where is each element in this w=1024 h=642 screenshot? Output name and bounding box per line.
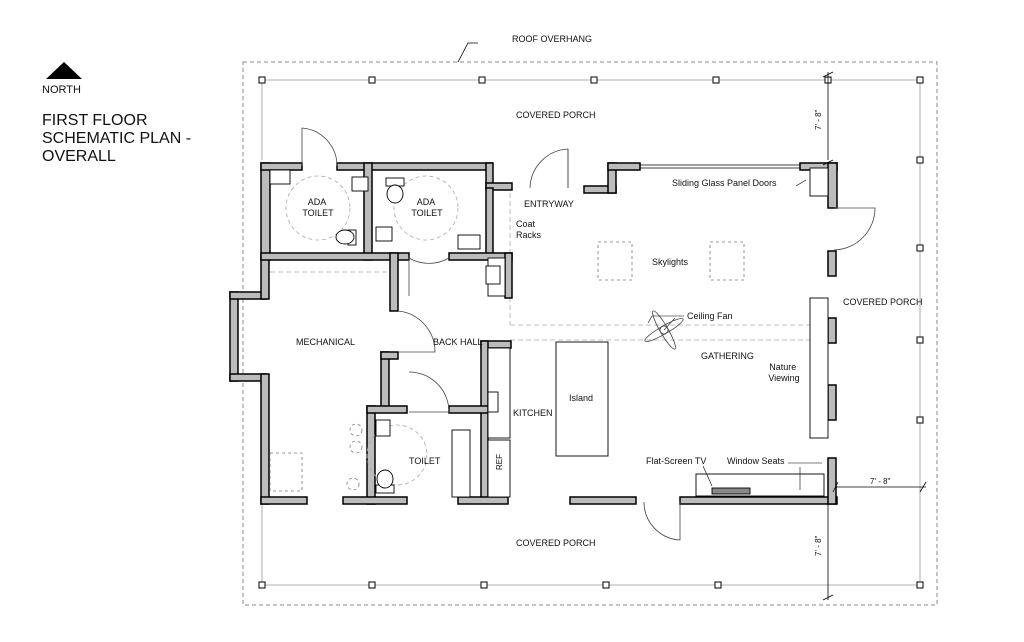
entryway-label: ENTRYWAY bbox=[524, 199, 574, 209]
porch-post bbox=[258, 581, 266, 589]
ada-toilet-2-label: ADA TOILET bbox=[411, 197, 443, 218]
north-arrow-icon bbox=[46, 62, 82, 79]
ref-label: REF bbox=[495, 454, 504, 470]
drawing-title: FIRST FLOOR SCHEMATIC PLAN - OVERALL bbox=[42, 112, 191, 166]
sliding-glass-doors bbox=[640, 164, 800, 169]
porch-post bbox=[916, 336, 924, 344]
flat-screen-tv-label: Flat-Screen TV bbox=[646, 456, 706, 466]
porch-post bbox=[916, 416, 924, 424]
zone-lines bbox=[270, 185, 810, 341]
skylights bbox=[269, 241, 745, 492]
toilet-label: TOILET bbox=[409, 456, 441, 466]
skylights-label: Skylights bbox=[652, 257, 689, 267]
porch-post bbox=[714, 581, 722, 589]
gathering-label: GATHERING bbox=[701, 351, 754, 361]
ada-turning-circles bbox=[285, 175, 459, 486]
island-label: Island bbox=[569, 393, 593, 403]
porch-post bbox=[590, 76, 598, 84]
ceiling-fan-icon bbox=[644, 310, 684, 350]
coat-racks-label: Coat Racks bbox=[516, 219, 542, 240]
porch-post bbox=[478, 76, 486, 84]
walls bbox=[229, 162, 838, 505]
porch-post bbox=[916, 244, 924, 252]
kitchen-label: KITCHEN bbox=[513, 408, 553, 418]
south-overhang-dimension: 7' - 8" bbox=[814, 535, 823, 556]
porch-post bbox=[368, 76, 376, 84]
mechanical-label: MECHANICAL bbox=[296, 337, 355, 347]
covered-porch-east-label: COVERED PORCH bbox=[843, 297, 923, 307]
covered-porch-south-label: COVERED PORCH bbox=[516, 538, 596, 548]
label-leaders bbox=[647, 179, 822, 490]
doors bbox=[301, 127, 876, 541]
window-seats-label: Window Seats bbox=[727, 456, 785, 466]
back-hall-label: BACK HALL bbox=[433, 337, 483, 347]
title-line-2: SCHEMATIC PLAN - bbox=[42, 130, 192, 147]
ceiling-fan-label: Ceiling Fan bbox=[687, 311, 733, 321]
porch-post bbox=[916, 581, 924, 589]
covered-porch-north-label: COVERED PORCH bbox=[516, 110, 596, 120]
porch-post bbox=[368, 581, 376, 589]
ada-toilet-1-label: ADA TOILET bbox=[302, 197, 334, 218]
toilet-icon bbox=[386, 184, 404, 204]
north-overhang-dimension: 7' - 8" bbox=[814, 109, 823, 130]
porch-posts bbox=[258, 76, 924, 589]
east-overhang-dimension: 7' - 8" bbox=[870, 477, 891, 486]
sliding-doors-label: Sliding Glass Panel Doors bbox=[672, 178, 777, 188]
porch-post bbox=[480, 581, 488, 589]
north-label: NORTH bbox=[42, 84, 81, 96]
dimension-lines bbox=[822, 71, 927, 601]
roof-overhang-outline bbox=[242, 61, 938, 606]
porch-post bbox=[712, 76, 720, 84]
porch-post bbox=[916, 76, 924, 84]
roof-overhang-label: ROOF OVERHANG bbox=[512, 34, 592, 44]
porch-post bbox=[602, 581, 610, 589]
title-line-3: OVERALL bbox=[42, 148, 116, 165]
roof-overhang-leader bbox=[457, 42, 478, 63]
title-line-1: FIRST FLOOR bbox=[42, 112, 148, 129]
porch-post bbox=[916, 156, 924, 164]
porch-post bbox=[258, 76, 266, 84]
nature-viewing-label: Nature Viewing bbox=[768, 362, 799, 383]
fixtures bbox=[269, 167, 829, 498]
